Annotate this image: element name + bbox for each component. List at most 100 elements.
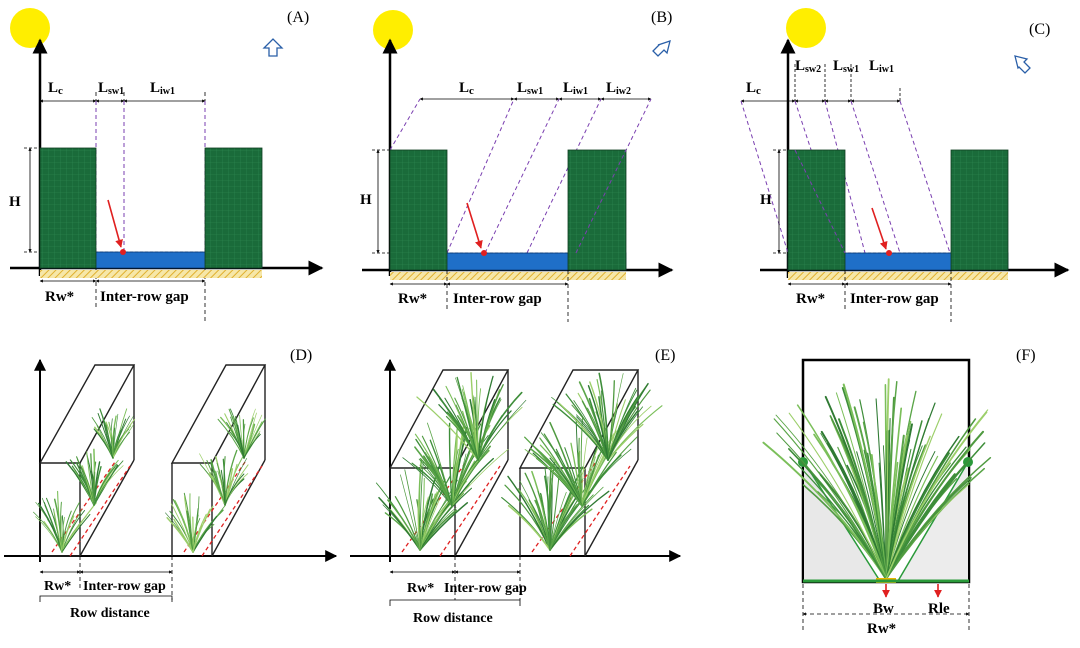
red-arrow [871, 207, 888, 250]
row-centerlines [51, 461, 263, 557]
height-label: H [760, 192, 772, 208]
soil-layer [40, 270, 262, 278]
inter-row-gap-label: Inter-row gap [100, 289, 189, 305]
grass-blade [33, 511, 63, 553]
panel-e: (E) Rw* In [350, 347, 682, 626]
grass-blade [607, 423, 644, 461]
grass-blade [451, 430, 466, 507]
bottom-dimensions: Rw* Inter-row gap Row distance [39, 556, 173, 621]
grass-blade [451, 448, 509, 507]
dim-label-liw1: Liw1 [563, 80, 588, 97]
grass-blade [451, 449, 490, 507]
grass-blade [170, 503, 194, 553]
height-label: H [360, 192, 372, 208]
dim-label-liw1: Liw1 [150, 80, 175, 97]
grass-blade [552, 403, 609, 461]
soil-layer [390, 272, 626, 280]
grass-blade [400, 474, 421, 551]
height-dimension: H [360, 149, 390, 254]
panel-label-c: (C) [1029, 21, 1050, 38]
rw-label: Rw* [398, 291, 427, 307]
sun-icon [10, 8, 50, 48]
dimension-row: Lc Lsw1 Liw1 [39, 80, 206, 103]
bottom-dimensions: Rw* Inter-row gap [389, 270, 569, 322]
grass-blade [93, 463, 118, 506]
shadow-guides [740, 100, 951, 254]
bottom-dimensions: Rw* Inter-row gap [787, 270, 952, 322]
dim-label-lsw1: Lsw1 [98, 80, 124, 97]
row-box-right [170, 364, 267, 557]
grass-blade [587, 385, 609, 461]
height-label: H [9, 194, 21, 210]
dim-label-lc: Lc [459, 80, 474, 97]
panel-label-b: (B) [651, 9, 672, 26]
grass-blade [476, 379, 479, 461]
grass-blade [243, 433, 261, 459]
grass-blade [477, 375, 494, 461]
grass-blade [829, 415, 887, 580]
red-arrow [107, 199, 123, 248]
dim-label-lsw1: Lsw1 [517, 80, 543, 97]
grass-blade [99, 408, 114, 459]
inter-row-gap-label: Inter-row gap [444, 581, 527, 596]
red-point [886, 250, 892, 256]
grass-blade [884, 473, 956, 581]
panel-label-d: (D) [290, 347, 312, 364]
grass-blade [61, 515, 75, 553]
grass-blade [243, 417, 254, 459]
shadow-guide-over-canopy [575, 149, 627, 254]
grass-blade [885, 423, 913, 580]
grass-blade [598, 372, 609, 461]
light-direction-arrow-icon [262, 38, 284, 57]
grass-blade [477, 399, 527, 461]
grass-blade [507, 475, 551, 551]
grass-blade [882, 445, 887, 580]
grass-blade [96, 425, 114, 459]
grass-blade [456, 376, 479, 461]
grass-blade [524, 436, 583, 507]
dimension-row: Lc Lsw2 Lsw1 Liw1 [740, 58, 901, 103]
grass-blade [41, 497, 63, 553]
grass-blade [581, 454, 622, 507]
dim-label-liw1: Liw1 [869, 58, 894, 75]
red-arrow [466, 202, 483, 249]
grass-blade [402, 457, 453, 507]
grass-blade [867, 452, 887, 580]
row-distance-label: Row distance [413, 611, 493, 626]
grass-blade [762, 441, 887, 580]
panel-b: (B) Lc Lsw1 Liw1 Liw2 H [360, 9, 674, 322]
canopy-block-right [950, 149, 1009, 271]
grass-blade [210, 459, 226, 506]
rw-label: Rw* [796, 291, 825, 307]
sun-icon [786, 8, 826, 48]
shadow-guide-over-canopy [794, 149, 846, 254]
panel-label-a: (A) [287, 9, 309, 26]
grass-blade [519, 480, 551, 551]
height-dimension: H [9, 147, 40, 253]
inter-row-gap-label: Inter-row gap [850, 291, 939, 307]
bw-label: Bw [873, 601, 894, 617]
rw-label: Rw* [407, 581, 434, 596]
grass-blade [885, 476, 972, 580]
grass-blade [885, 461, 899, 580]
grass-blade [607, 387, 637, 461]
grass-blade [571, 404, 609, 461]
panel-label-f: (F) [1016, 347, 1036, 364]
row-box-left [38, 364, 136, 557]
grass-blade [199, 453, 226, 506]
grass-blade [549, 421, 583, 507]
grass-blade [414, 446, 453, 507]
inter-row-gap-label: Inter-row gap [453, 291, 542, 307]
grass-blade [61, 513, 91, 553]
grass-blade [419, 460, 424, 551]
grass-blade [815, 479, 887, 580]
canopy-block-left [787, 149, 846, 271]
rle-label: Rle [928, 601, 950, 617]
grass-blade [534, 499, 551, 551]
grass-blade [549, 490, 610, 551]
grass-blade [217, 418, 245, 459]
dim-label-lc: Lc [746, 80, 761, 97]
grass-blade [60, 516, 63, 553]
grass-blade [419, 497, 453, 551]
